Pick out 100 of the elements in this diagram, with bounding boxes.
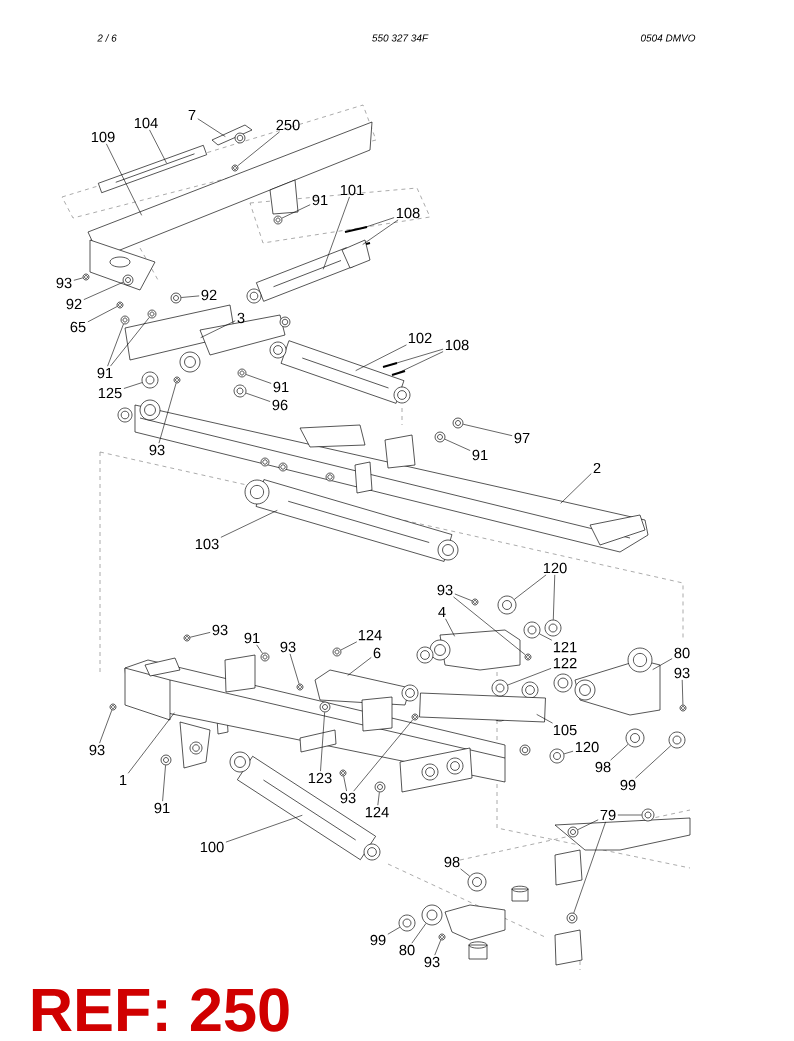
ring-part — [233, 384, 247, 398]
callout-number: 93 — [424, 956, 440, 968]
callout-number: 92 — [66, 298, 82, 310]
leader-line — [577, 819, 599, 830]
ring-part — [160, 754, 172, 766]
ring-part — [421, 904, 443, 926]
ring-part — [566, 912, 578, 924]
callout-number: 93 — [437, 584, 453, 596]
leader-line — [83, 281, 124, 300]
leader-line — [127, 712, 175, 774]
leader-line — [560, 473, 592, 504]
callout-number: 65 — [70, 321, 86, 333]
ring-part — [109, 703, 117, 711]
header-text: 2 / 6 — [97, 34, 117, 42]
leader-line — [434, 939, 442, 956]
leader-line — [563, 750, 574, 755]
ring-part — [122, 274, 134, 286]
callout-number: 91 — [472, 449, 488, 461]
leader-line — [220, 510, 278, 538]
bar-part — [382, 362, 398, 368]
leader-line — [411, 923, 427, 944]
leader-line — [149, 129, 167, 164]
ring-part — [116, 301, 124, 309]
ring-part — [374, 781, 386, 793]
leader-line — [377, 792, 380, 806]
callout-number: 98 — [595, 761, 611, 773]
ring-part — [398, 914, 416, 932]
callout-number: 102 — [408, 332, 432, 344]
callout-number: 80 — [399, 944, 415, 956]
leader-line — [289, 653, 300, 685]
callout-number: 104 — [134, 117, 158, 129]
plate-part — [314, 669, 419, 706]
leader-line — [322, 196, 350, 270]
ring-part — [544, 619, 562, 637]
hydraulic-cylinder — [246, 239, 371, 304]
leader-line — [353, 719, 414, 792]
callout-number: 93 — [89, 744, 105, 756]
leader-line — [507, 668, 552, 686]
leader-line — [162, 765, 166, 802]
leader-line — [189, 632, 211, 638]
leader-line — [340, 641, 358, 651]
callout-number: 120 — [543, 562, 567, 574]
callout-number: 99 — [620, 779, 636, 791]
leader-line — [225, 814, 303, 843]
ring-part — [668, 731, 686, 749]
plate-part — [416, 629, 521, 671]
ring-part — [120, 315, 130, 325]
leader-line — [444, 438, 471, 451]
ring-part — [296, 683, 304, 691]
callout-number: 92 — [201, 289, 217, 301]
bar-part — [117, 399, 649, 553]
ring-part — [524, 653, 532, 661]
leader-line — [460, 868, 470, 877]
callout-number: 108 — [396, 207, 420, 219]
bar-part — [97, 144, 208, 194]
plate-part — [211, 124, 253, 146]
bar-part — [391, 370, 406, 376]
hydraulic-cylinder — [244, 479, 459, 562]
plate-part — [124, 304, 291, 373]
callout-number: 91 — [312, 194, 328, 206]
leader-line — [87, 306, 118, 323]
ring-part — [523, 621, 541, 639]
callout-number: 1 — [120, 774, 127, 786]
leader-line — [453, 596, 526, 656]
leader-line — [245, 392, 271, 402]
leader-line — [454, 593, 473, 602]
callout-number: 80 — [674, 647, 690, 659]
ring-part — [82, 273, 90, 281]
callout-number: 105 — [553, 724, 577, 736]
callout-number: 4 — [438, 606, 446, 618]
leader-line — [539, 633, 553, 641]
ring-part — [641, 808, 655, 822]
ring-part — [434, 431, 446, 443]
callout-number: 93 — [149, 444, 165, 456]
leader-line — [106, 143, 142, 216]
callout-number: 122 — [553, 657, 577, 669]
leader-line — [360, 217, 395, 230]
ring-part — [549, 748, 565, 764]
callout-number: 250 — [276, 119, 300, 131]
ring-part — [679, 704, 687, 712]
callout-number: 91 — [273, 381, 289, 393]
leader-line — [617, 814, 642, 816]
leader-line — [320, 712, 325, 772]
ring-part — [452, 417, 464, 429]
callout-number: 93 — [340, 792, 356, 804]
ring-part — [183, 634, 191, 642]
leader-line — [355, 344, 407, 371]
ring-part — [339, 769, 347, 777]
ring-part — [497, 595, 517, 615]
callout-number: 91 — [244, 632, 260, 644]
callout-number: 124 — [365, 806, 389, 818]
leader-line — [107, 323, 124, 367]
callout-number: 98 — [444, 856, 460, 868]
callout-number: 124 — [358, 629, 382, 641]
leader-line — [398, 351, 444, 373]
callout-number: 96 — [272, 399, 288, 411]
leader-line — [256, 644, 263, 654]
ring-part — [332, 647, 342, 657]
callout-number: 97 — [514, 432, 530, 444]
bar-part — [344, 226, 368, 233]
